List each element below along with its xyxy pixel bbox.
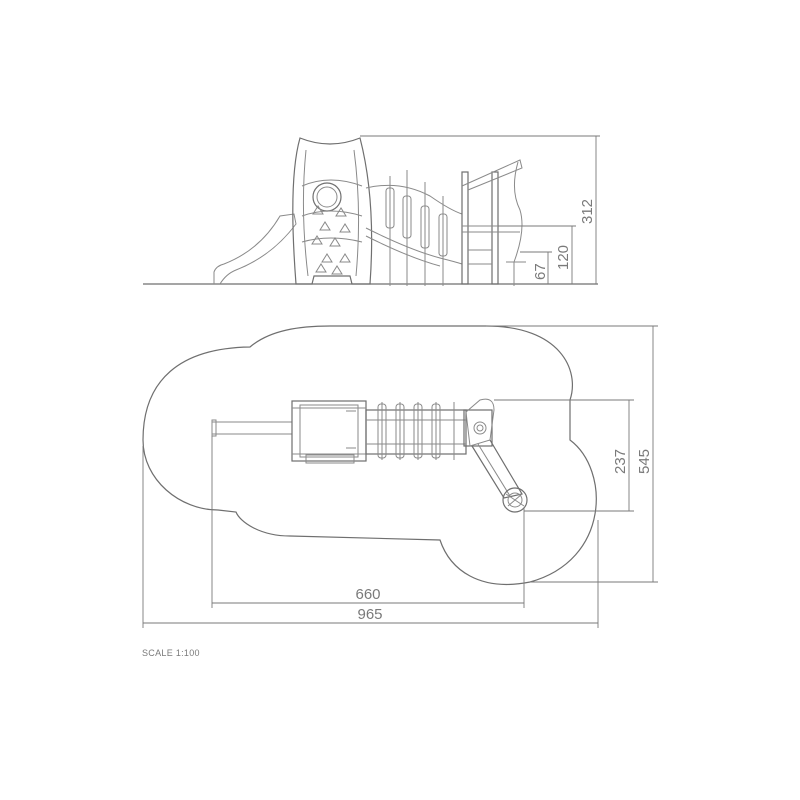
rocket-tower-plan [291, 400, 367, 464]
dimension-equipment-length: 660 [355, 586, 380, 603]
dimension-platform-height: 120 [555, 245, 572, 270]
slide-profile [213, 213, 297, 285]
bridge-curve [365, 184, 463, 215]
bridge-plan [365, 402, 467, 460]
platform-plan [463, 398, 495, 447]
dimension-step-height: 67 [532, 263, 549, 280]
scale-label: SCALE 1:100 [142, 648, 200, 658]
bridge-posts [385, 170, 448, 286]
side-elevation-view: 312 120 67 [143, 135, 600, 286]
dimension-safety-zone-width: 545 [636, 449, 653, 474]
safety-zone-outline [142, 325, 597, 586]
dimension-overall-height: 312 [579, 199, 596, 224]
rocket-tower [292, 137, 373, 285]
plan-view: 660 965 237 545 [142, 325, 658, 628]
slide-plan [471, 439, 528, 513]
elevation-dimension-lines [360, 135, 600, 284]
ladder [211, 419, 292, 437]
dimension-equipment-width: 237 [612, 449, 629, 474]
climbing-holds [311, 205, 351, 275]
dimension-safety-zone-length: 965 [357, 606, 382, 623]
plan-dimension-lines [142, 325, 658, 628]
platform-tower [461, 159, 526, 286]
